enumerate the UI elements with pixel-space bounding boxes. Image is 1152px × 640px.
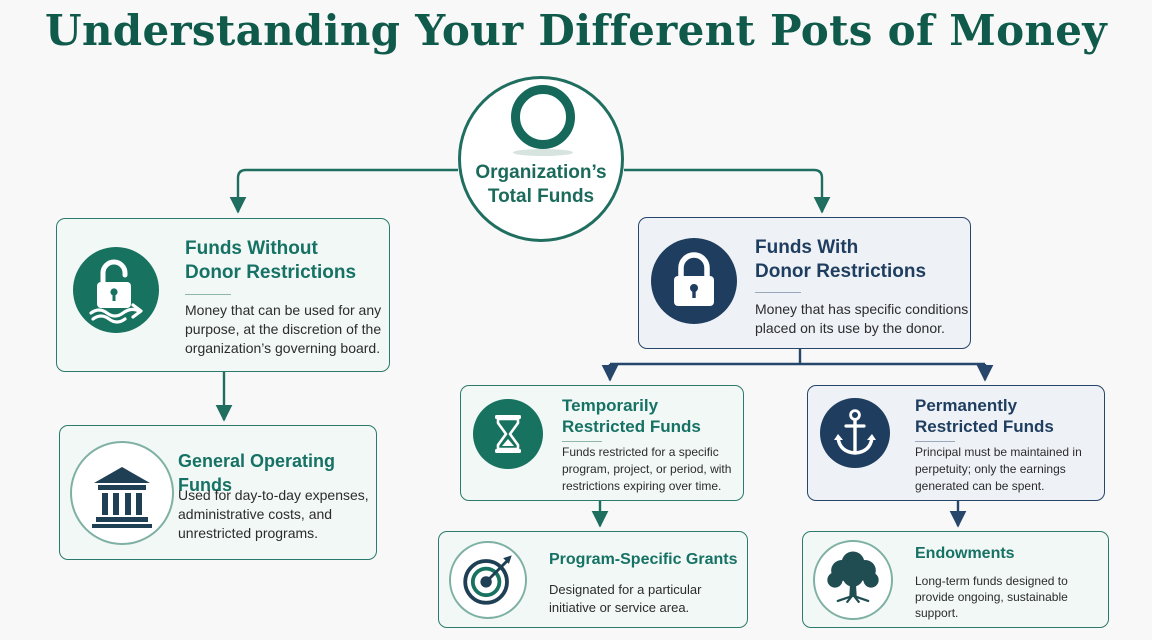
permanently-restricted-funds-description: Principal must be maintained in perpetui… — [915, 444, 1082, 495]
connector-root-to-restricted — [624, 168, 831, 214]
anchor-icon — [820, 398, 890, 468]
general-operating-funds-title: General Operating Funds — [178, 451, 336, 495]
permanently-restricted-funds-card: Permanently Restricted Funds Principal m… — [807, 385, 1105, 501]
general-operating-funds-description-line3: unrestricted programs. — [178, 525, 319, 541]
restricted-funds-title-line1: Funds With — [755, 237, 859, 258]
total-funds-label-line2: Total Funds — [487, 186, 595, 207]
unrestricted-funds-divider — [185, 294, 231, 295]
total-funds-label: Organization’s Total Funds — [461, 161, 621, 209]
bank-building-icon — [70, 441, 174, 545]
permanently-restricted-funds-description-line1: Principal must be maintained in — [915, 445, 1082, 459]
general-operating-funds-card: General Operating Funds Used for day-to-… — [59, 425, 377, 560]
program-specific-grants-card: Program-Specific Grants Designated for a… — [438, 531, 748, 628]
permanently-restricted-funds-description-line3: generated can be spent. — [915, 479, 1045, 493]
total-funds-label-line1: Organization’s — [475, 162, 607, 183]
restricted-funds-description: Money that has specific conditions place… — [755, 300, 968, 338]
permanently-restricted-funds-title: Permanently Restricted Funds — [915, 395, 1054, 437]
temporarily-restricted-funds-description-line3: restrictions expiring over time. — [562, 479, 722, 493]
restricted-funds-title-line2: Donor Restrictions — [755, 261, 927, 282]
temporarily-restricted-funds-description-line2: program, project, or period, with — [562, 462, 732, 476]
unrestricted-funds-title: Funds Without Donor Restrictions — [185, 237, 356, 285]
unrestricted-funds-description: Money that can be used for any purpose, … — [185, 301, 381, 358]
hourglass-icon — [473, 399, 543, 469]
restricted-funds-title: Funds With Donor Restrictions — [755, 236, 926, 284]
program-specific-grants-description: Designated for a particular initiative o… — [549, 581, 701, 617]
permanently-restricted-funds-title-line1: Permanently — [915, 396, 1018, 415]
temporarily-restricted-funds-description: Funds restricted for a specific program,… — [562, 444, 731, 495]
permanently-restricted-funds-divider — [915, 441, 955, 442]
unrestricted-funds-description-line3: organization’s governing board. — [185, 340, 381, 356]
unlocked-padlock-wave-icon — [73, 247, 159, 333]
general-operating-funds-description-line2: administrative costs, and — [178, 506, 333, 522]
program-specific-grants-title: Program-Specific Grants — [549, 551, 738, 568]
tree-icon — [813, 540, 893, 620]
permanently-restricted-funds-title-line2: Restricted Funds — [915, 417, 1054, 436]
target-arrow-icon — [449, 541, 527, 619]
temporarily-restricted-funds-title: Temporarily Restricted Funds — [562, 395, 701, 437]
temporarily-restricted-funds-title-line2: Restricted Funds — [562, 417, 701, 436]
temporarily-restricted-funds-title-line1: Temporarily — [562, 396, 659, 415]
endowments-title: Endowments — [915, 545, 1015, 562]
connector-root-to-unrestricted — [229, 168, 458, 214]
endowments-description: Long-term funds designed to provide ongo… — [915, 573, 1068, 621]
permanently-restricted-funds-description-line2: perpetuity; only the earnings — [915, 462, 1066, 476]
unrestricted-funds-description-line2: purpose, at the discretion of the — [185, 321, 382, 337]
restricted-funds-card: Funds With Donor Restrictions Money that… — [638, 217, 971, 349]
unrestricted-funds-title-line1: Funds Without — [185, 238, 318, 259]
restricted-funds-divider — [755, 292, 801, 293]
unrestricted-funds-description-line1: Money that can be used for any — [185, 302, 382, 318]
padlock-icon — [651, 238, 737, 324]
program-specific-grants-description-line1: Designated for a particular — [549, 582, 702, 597]
program-specific-grants-description-line2: initiative or service area. — [549, 600, 690, 615]
general-operating-funds-description-line1: Used for day-to-day expenses, — [178, 487, 369, 503]
restricted-funds-description-line1: Money that has specific conditions — [755, 301, 969, 317]
endowments-description-line1: Long-term funds designed to — [915, 574, 1068, 588]
connector-restricted-split — [610, 349, 985, 366]
temporarily-restricted-funds-divider — [562, 441, 602, 442]
restricted-funds-description-line2: placed on its use by the donor. — [755, 320, 945, 336]
total-funds-node: Organization’s Total Funds — [458, 76, 624, 242]
temporarily-restricted-funds-description-line1: Funds restricted for a specific — [562, 445, 719, 459]
endowments-description-line3: support. — [915, 606, 959, 620]
temporarily-restricted-funds-card: Temporarily Restricted Funds Funds restr… — [460, 385, 744, 501]
unrestricted-funds-title-line2: Donor Restrictions — [185, 262, 357, 283]
endowments-card: Endowments Long-term funds designed to p… — [802, 531, 1109, 628]
endowments-description-line2: provide ongoing, sustainable — [915, 590, 1068, 604]
ring-icon — [511, 85, 575, 149]
general-operating-funds-description: Used for day-to-day expenses, administra… — [178, 486, 369, 543]
page-title: Understanding Your Different Pots of Mon… — [45, 6, 1107, 55]
unrestricted-funds-card: Funds Without Donor Restrictions Money t… — [56, 218, 390, 372]
ring-icon-shadow — [513, 149, 573, 156]
